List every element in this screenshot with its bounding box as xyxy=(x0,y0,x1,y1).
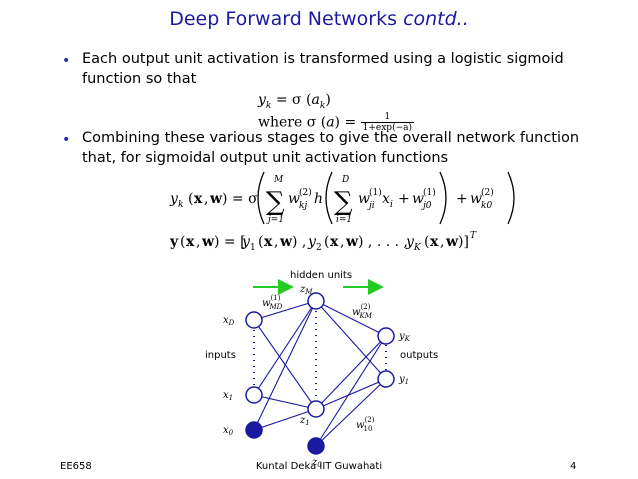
svg-text:x: x xyxy=(186,234,195,250)
svg-text:y: y xyxy=(241,234,251,250)
equation-output-vector: y ( x , w ) = [ y 1 ( x , w ) , y 2 ( x … xyxy=(169,231,477,253)
hidden-units-label: hidden units xyxy=(290,270,353,281)
svg-text:+: + xyxy=(456,191,468,207)
label-x1: x1 xyxy=(223,390,233,402)
svg-text:T: T xyxy=(470,231,477,241)
node-x0-bias xyxy=(245,421,263,439)
node-yK xyxy=(377,327,395,345)
label-wKM: w(2)KM xyxy=(352,303,373,320)
footer-author: Kuntal Deka IIT Guwahati xyxy=(255,461,383,472)
node-z1 xyxy=(307,400,325,418)
equation-sigmoid-output: yk = σ (ak) xyxy=(258,92,331,111)
label-z0: z0 xyxy=(311,457,322,469)
node-z0-bias xyxy=(307,437,325,455)
connections xyxy=(253,300,387,447)
svg-text:,: , xyxy=(196,234,200,250)
svg-text:M: M xyxy=(273,175,284,185)
svg-text:(: ( xyxy=(258,234,263,250)
svg-text:w: w xyxy=(201,234,215,250)
svg-text:w: w xyxy=(345,234,359,250)
svg-text:D: D xyxy=(341,175,349,185)
label-zM: zM xyxy=(299,284,313,296)
equation-network-function: y k ( x , w ) = σ M ∑ j=1 w (2) kj h D ∑… xyxy=(169,171,515,225)
bullet-marker-2: • xyxy=(62,132,71,148)
svg-text:(: ( xyxy=(188,191,193,207)
svg-text:K: K xyxy=(413,243,422,253)
svg-text:(1): (1) xyxy=(423,187,436,198)
node-x1 xyxy=(245,386,263,404)
svg-text:w: w xyxy=(209,191,223,207)
footer-page-number: 4 xyxy=(570,461,577,472)
title-italic: contd.. xyxy=(403,8,469,30)
svg-text:w: w xyxy=(470,191,482,207)
label-xD: xD xyxy=(223,315,235,327)
svg-text:w: w xyxy=(445,234,459,250)
svg-text:(: ( xyxy=(324,234,329,250)
title-main: Deep Forward Networks xyxy=(169,8,404,30)
footer-course: EE658 xyxy=(60,461,92,472)
svg-text:,: , xyxy=(204,191,208,207)
svg-text:x: x xyxy=(264,234,273,250)
svg-text:kj: kj xyxy=(299,201,307,211)
bullet-marker-1: • xyxy=(62,53,71,69)
svg-text:ji: ji xyxy=(367,201,375,211)
svg-text:k: k xyxy=(178,200,183,210)
svg-text:,: , xyxy=(440,234,444,250)
svg-text:(1): (1) xyxy=(369,187,382,198)
label-yK: yK xyxy=(398,331,411,343)
node-y1 xyxy=(377,370,395,388)
bullet-text-2: Combining these various stages to give t… xyxy=(82,130,580,166)
svg-text:2: 2 xyxy=(316,243,322,253)
svg-text:h: h xyxy=(314,191,323,207)
svg-text:,: , xyxy=(340,234,344,250)
svg-text:,: , xyxy=(274,234,278,250)
slide-title: Deep Forward Networks contd.. xyxy=(0,8,638,30)
svg-text:k0: k0 xyxy=(481,201,492,211)
label-wMD: w(1)MD xyxy=(262,294,283,311)
svg-text:+: + xyxy=(398,191,410,207)
bullet-text-1: Each output unit activation is transform… xyxy=(82,51,564,87)
svg-text:) = [: ) = [ xyxy=(214,234,246,250)
svg-text:y: y xyxy=(169,234,179,250)
svg-text:)]: )] xyxy=(458,234,469,250)
label-w10: w(2)10 xyxy=(356,416,375,433)
svg-text:x: x xyxy=(430,234,439,250)
svg-text:j=1: j=1 xyxy=(266,215,284,225)
svg-text:i: i xyxy=(390,200,393,210)
svg-text:j0: j0 xyxy=(421,201,432,211)
svg-text:∑: ∑ xyxy=(334,187,353,217)
svg-text:(: ( xyxy=(424,234,429,250)
svg-text:i=1: i=1 xyxy=(336,215,352,225)
svg-text:w: w xyxy=(412,191,424,207)
svg-text:) ,: ) , xyxy=(292,234,306,250)
svg-text:x: x xyxy=(194,191,203,207)
svg-text:1: 1 xyxy=(250,243,256,253)
svg-text:x: x xyxy=(330,234,339,250)
label-y1: y1 xyxy=(398,374,409,386)
svg-text:) , . . . ,: ) , . . . , xyxy=(358,234,408,250)
svg-text:y: y xyxy=(405,234,415,250)
label-z1: z1 xyxy=(299,415,310,427)
label-x0: x0 xyxy=(223,425,234,437)
svg-text:x: x xyxy=(382,191,390,207)
svg-text:) = σ: ) = σ xyxy=(222,191,258,207)
svg-text:w: w xyxy=(288,191,300,207)
outputs-label: outputs xyxy=(400,350,439,361)
svg-text:(: ( xyxy=(180,234,185,250)
svg-text:∑: ∑ xyxy=(266,187,285,217)
svg-text:y: y xyxy=(169,191,179,207)
svg-text:(2): (2) xyxy=(481,187,494,198)
inputs-label: inputs xyxy=(205,350,236,361)
node-xD xyxy=(245,311,263,329)
node-zM xyxy=(307,292,325,310)
svg-text:y: y xyxy=(307,234,317,250)
svg-text:w: w xyxy=(358,191,370,207)
svg-text:(2): (2) xyxy=(299,187,312,198)
svg-text:w: w xyxy=(279,234,293,250)
